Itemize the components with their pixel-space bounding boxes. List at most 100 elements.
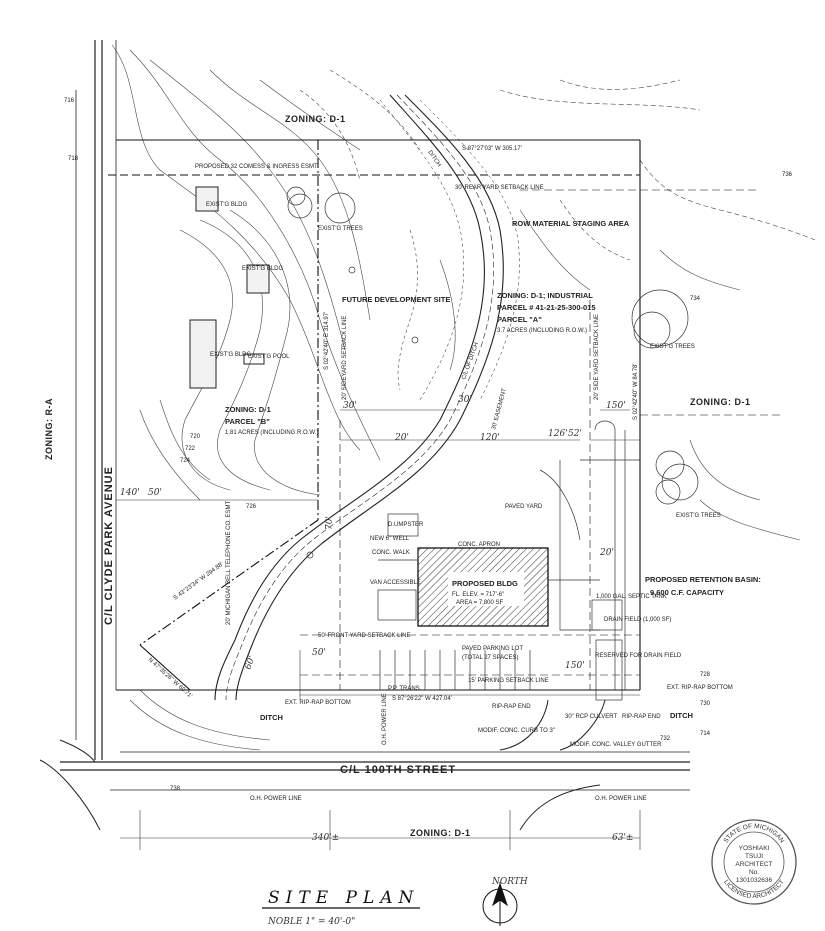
- existing-bldg-label-1: EXIST'G BLDG: [206, 202, 247, 208]
- parcel-b-zoning: ZONING: D-1: [225, 405, 271, 414]
- conc-curb-label: MODIF. CONC. CURB TO 3": [478, 728, 555, 734]
- seal-number: 1301032636: [736, 877, 773, 884]
- existing-trees-label-1: EXIST'G TREES: [318, 226, 363, 232]
- proposed-easement-label: PROPOSED 32 COMESS & INGRESS ESMT: [195, 164, 318, 170]
- rip-rap-end-label-2: RIP-RAP END: [622, 714, 661, 720]
- road-clyde-park: [75, 40, 117, 760]
- existing-trees-label-3: EXIST'G TREES: [676, 513, 721, 519]
- svg-text:734: 734: [690, 296, 701, 302]
- existing-building-3: [189, 319, 217, 389]
- dim-d2: 50': [148, 488, 162, 498]
- parcel-b-label: PARCEL "B": [225, 417, 270, 426]
- power-line-label-2: O.H. POWER LINE: [595, 796, 647, 802]
- svg-text:736: 736: [782, 172, 793, 178]
- septic-tank-label: 1,000 GAL. SEPTIC TANK: [596, 594, 667, 600]
- dim-d4: 20': [394, 433, 409, 443]
- bearing-south-line: S 87°26'22" W 427.04': [392, 696, 452, 702]
- drain-field-label: DRAIN FIELD (1,000 SF): [604, 617, 671, 623]
- existing-pool-label: EXIST'G POOL: [248, 354, 290, 360]
- dim-d5: 120': [480, 433, 500, 443]
- dim-d8: 52': [568, 429, 582, 439]
- street-label-clyde-park: C/L CLYDE PARK AVENUE: [103, 466, 115, 625]
- rip-rap-label-1: EXT. RIP-RAP BOTTOM: [667, 685, 733, 691]
- svg-text:714: 714: [700, 731, 711, 737]
- north-label: NORTH: [491, 877, 528, 887]
- existing-building-1: [195, 186, 219, 212]
- easement-label: 30' EASEMENT: [491, 388, 508, 431]
- rip-rap-end-label-1: RIP-RAP END: [492, 704, 531, 710]
- zoning-top: ZONING: D-1: [285, 114, 346, 124]
- dim-d6: 30': [458, 395, 472, 405]
- conc-walk-label: CONC. WALK: [372, 550, 410, 556]
- svg-text:716: 716: [64, 98, 75, 104]
- telephone-esmt-label: 20' MICHIGAN BELL TELEPHONE CO. ESMT: [226, 500, 232, 625]
- sideyard-setback-label: 20' SIDEYARD SETBACK LINE: [342, 316, 348, 400]
- road-100th-street: [39, 699, 690, 831]
- site-features: [377, 420, 640, 701]
- bearing-east-line: S 02°42'40" W 84.78': [633, 363, 639, 420]
- seal-profession: ARCHITECT: [735, 861, 772, 868]
- seal-no-label: No.: [749, 869, 759, 876]
- new-well-label: NEW 6" WELL: [370, 536, 410, 542]
- dim-d12: 150': [565, 661, 585, 671]
- rear-setback-label: 30' REAR YARD SETBACK LINE: [455, 185, 544, 191]
- dim-d14: 50': [312, 648, 326, 658]
- svg-text:728: 728: [700, 672, 711, 678]
- valley-gutter-label: MODIF. CONC. VALLEY GUTTER: [570, 742, 662, 748]
- zoning-left: ZONING: R-A: [44, 398, 54, 460]
- dimension-lines: [116, 409, 641, 850]
- existing-bldg-label-2: EXIST'G BLDG: [242, 266, 283, 272]
- future-development-label: FUTURE DEVELOPMENT SITE: [342, 295, 450, 304]
- proposed-bldg-label: PROPOSED BLDG: [452, 579, 518, 588]
- zoning-bottom: ZONING: D-1: [410, 828, 471, 838]
- zoning-industrial-label: ZONING: D-1; INDUSTRIAL: [497, 291, 593, 300]
- existing-building-2: [246, 264, 270, 294]
- svg-text:726: 726: [246, 504, 257, 510]
- parking-setback-label: 15' PARKING SETBACK LINE: [468, 678, 549, 684]
- retention-capacity-label: 9,600 C.F. CAPACITY: [650, 588, 724, 597]
- pp-trans-label: P.P. TRANS.: [388, 686, 422, 692]
- dim-d7: 126': [548, 429, 568, 439]
- dumpster-label: D.UMPSTER: [388, 522, 424, 528]
- dim-d3: 30': [343, 401, 357, 411]
- svg-text:738: 738: [170, 786, 181, 792]
- bearing-north-line: S 87°27'03" W 305.17': [462, 146, 522, 152]
- dim-bottom-right: 63'±: [612, 833, 633, 843]
- dim-d13: 150': [606, 401, 626, 411]
- bearing-west-line: S 02°42'40" E 314.97': [324, 312, 330, 370]
- area-label: AREA = 7,800 SF: [456, 600, 504, 606]
- existing-bldg-label-3: EXIST'G BLDG: [210, 352, 251, 358]
- dim-d1: 140': [120, 488, 140, 498]
- reserved-drain-label: RESERVED FOR DRAIN FIELD: [595, 653, 682, 659]
- svg-text:730: 730: [700, 701, 711, 707]
- dim-d10: 60': [243, 655, 257, 672]
- parcel-a-acres: 3.7 ACRES (INCLUDING R.O.W.): [497, 328, 587, 334]
- retention-basin-label: PROPOSED RETENTION BASIN:: [645, 575, 761, 584]
- elevation-labels: 716 718 720 722 724 726 728 730 732 734 …: [64, 98, 793, 792]
- seal-name-1: YOSHIAKI: [739, 845, 770, 852]
- dim-d9: 70': [325, 516, 335, 530]
- staging-area-label: ROW MATERIAL STAGING AREA: [512, 219, 630, 228]
- conc-apron-label: CONC. APRON: [458, 542, 500, 548]
- paved-yard-label: PAVED YARD: [505, 504, 543, 510]
- svg-text:724: 724: [180, 458, 191, 464]
- ditch-right-label: DITCH: [670, 711, 693, 720]
- north-arrow: [482, 882, 518, 926]
- svg-text:722: 722: [185, 446, 196, 452]
- front-setback-label: 50' FRONT YARD SETBACK LINE: [318, 633, 411, 639]
- svg-text:718: 718: [68, 156, 79, 162]
- van-accessible-label: VAN ACCESSIBLE: [370, 580, 421, 586]
- parcel-number-label: PARCEL # 41-21-25-300-015: [497, 303, 596, 312]
- dim-d11: 20': [599, 548, 614, 558]
- bearing-diagonal-1: S 43°23'34" W 294.88': [173, 562, 225, 602]
- svg-text:720: 720: [190, 434, 201, 440]
- power-line-vertical-label: O.H. POWER LINE: [382, 693, 388, 745]
- side-setback-right-label: 20' SIDE YARD SETBACK LINE: [594, 314, 600, 400]
- power-line-label-1: O.H. POWER LINE: [250, 796, 302, 802]
- proposed-building-group: [417, 547, 549, 627]
- seal-name-2: TSUJI: [745, 853, 763, 860]
- rip-rap-label-2: EXT. RIP-RAP BOTTOM: [285, 700, 351, 706]
- zoning-right: ZONING: D-1: [690, 397, 751, 407]
- trees: [286, 186, 699, 559]
- sheet-title: SITE PLAN: [268, 888, 419, 908]
